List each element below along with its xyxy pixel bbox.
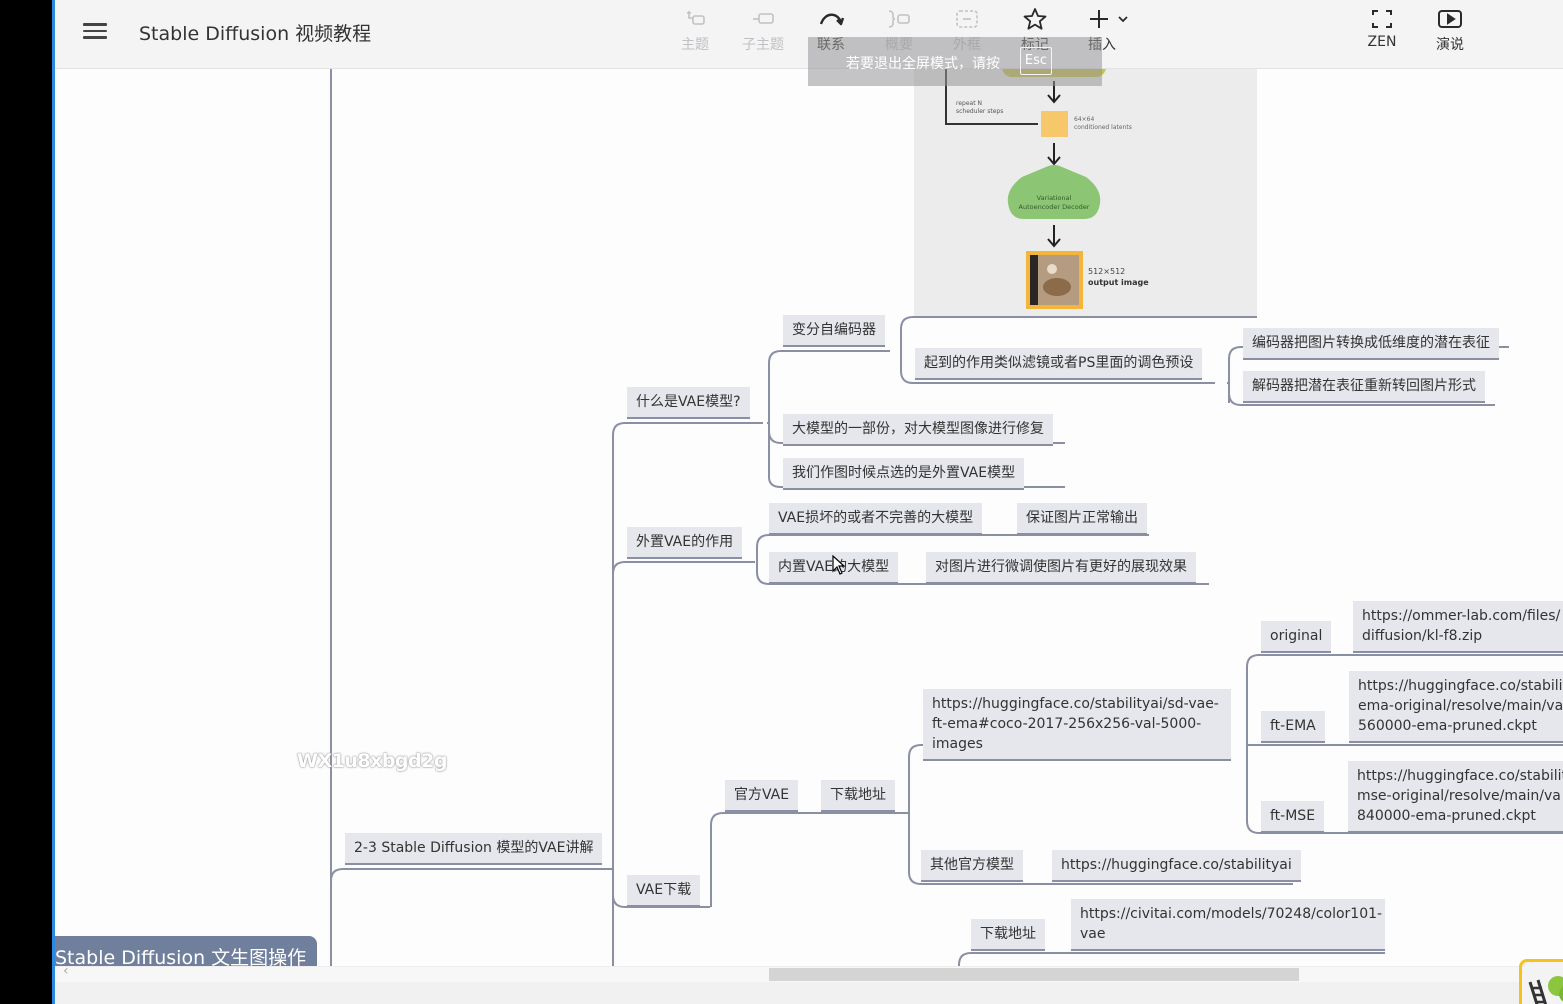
arrow-down-icon	[1047, 143, 1061, 166]
output-size-label: 512×512	[1088, 267, 1125, 276]
connector-root-to-section	[330, 868, 611, 882]
connector-ema-children	[1246, 654, 1563, 834]
relationship-curve-icon	[801, 6, 861, 32]
present-button[interactable]: 演说	[1420, 6, 1480, 54]
document-title: Stable Diffusion 视频教程	[139, 23, 372, 45]
node-other-official[interactable]: 其他官方模型	[921, 850, 1023, 882]
mindmap-app: Stable Diffusion 视频教程 主题 子主题 联系 概要 外框 标记…	[52, 0, 1563, 1004]
node-ft-ema[interactable]: ft-EMA	[1261, 711, 1325, 743]
topic-icon	[665, 6, 725, 32]
node-ensure-output[interactable]: 保证图片正常输出	[1017, 503, 1147, 535]
repeat-loop-line	[945, 69, 1038, 125]
node-section-vae[interactable]: 2-3 Stable Diffusion 模型的VAE讲解	[345, 833, 603, 865]
node-download-address[interactable]: 下载地址	[821, 780, 895, 812]
node-original[interactable]: original	[1261, 621, 1332, 653]
mouse-cursor-icon	[832, 555, 846, 575]
node-other-official-url[interactable]: https://huggingface.co/stabilityai	[1052, 850, 1301, 882]
embedded-diagram-image[interactable]: repeat N scheduler steps 64×64 condition…	[914, 69, 1257, 316]
repeat-label-line2: scheduler steps	[956, 108, 1003, 115]
connector-external-children	[756, 534, 1209, 585]
star-icon	[1005, 6, 1065, 32]
node-decoder-desc[interactable]: 解码器把潜在表征重新转回图片形式	[1243, 371, 1485, 403]
mindmap-connectors	[330, 69, 1563, 969]
topic-button[interactable]: 主题	[665, 6, 725, 54]
latents-square	[1041, 111, 1068, 137]
node-civitai-url[interactable]: https://civitai.com/models/70248/color10…	[1071, 899, 1385, 951]
node-we-choose-external[interactable]: 我们作图时候点选的是外置VAE模型	[783, 458, 1025, 490]
sd-pipeline-diagram: repeat N scheduler steps 64×64 condition…	[945, 69, 1149, 309]
connector-section-branches	[611, 422, 763, 969]
node-hf-ema-url[interactable]: https://huggingface.co/stabilityai/sd-va…	[923, 689, 1231, 761]
horizontal-scrollbar[interactable]: ‹	[55, 963, 1563, 983]
node-what-is-vae[interactable]: 什么是VAE模型?	[627, 387, 750, 419]
node-original-url[interactable]: https://ommer-lab.com/files/ diffusion/k…	[1353, 601, 1563, 653]
repeat-label-line1: repeat N	[956, 100, 982, 107]
node-fine-tune[interactable]: 对图片进行微调使图片有更好的展现效果	[926, 552, 1196, 584]
connector-download-children	[710, 812, 907, 907]
node-part-of-model[interactable]: 大模型的一部份，对大模型图像进行修复	[783, 414, 1053, 446]
connector-civitai	[958, 952, 1385, 969]
latents-label: conditioned latents	[1074, 124, 1132, 131]
vae-decoder-shape	[1007, 165, 1101, 219]
zen-button[interactable]: ZEN	[1352, 6, 1412, 50]
node-official-vae[interactable]: 官方VAE	[725, 780, 799, 812]
latents-size-label: 64×64	[1074, 116, 1094, 123]
plus-icon	[1090, 10, 1108, 28]
subtopic-button[interactable]: 子主题	[733, 6, 793, 54]
node-vae-download[interactable]: VAE下载	[627, 875, 701, 907]
hamburger-menu-icon[interactable]	[83, 20, 107, 42]
mindmap-canvas[interactable]: repeat N scheduler steps 64×64 condition…	[55, 69, 1563, 976]
bottom-status-bar	[55, 982, 1563, 1004]
node-external-vae-role[interactable]: 外置VAE的作用	[627, 527, 743, 559]
fullscreen-icon	[1352, 6, 1412, 32]
esc-key-badge: Esc	[1020, 47, 1052, 75]
connector-to-vae-download	[612, 894, 710, 908]
fullscreen-exit-hint: 若要退出全屏模式，请按 Esc	[808, 37, 1102, 86]
connector-whatis-part	[768, 430, 1065, 444]
scroll-left-arrow-icon[interactable]: ‹	[63, 963, 69, 979]
corner-avatar-thumbnail[interactable]	[1519, 959, 1563, 1004]
watermark-text: WX1u8xbgd2g	[297, 750, 447, 772]
node-broken-model[interactable]: VAE损坏的或者不完善的大模型	[769, 503, 983, 535]
summary-bracket-icon	[869, 6, 929, 32]
node-vae-effect[interactable]: 起到的作用类似滤镜或者PS里面的调色预设	[915, 348, 1203, 380]
decoder-label-line2: Autoencoder Decoder	[1019, 203, 1090, 211]
node-download-address-2[interactable]: 下载地址	[971, 919, 1045, 951]
chevron-down-icon	[1118, 16, 1128, 23]
connector-to-external-vae	[612, 561, 755, 575]
play-icon	[1420, 6, 1480, 32]
connector-whatis-children	[767, 350, 1065, 488]
scrollbar-thumb[interactable]	[769, 968, 1299, 981]
plant-ladder-icon	[1528, 976, 1563, 1004]
node-ft-mse[interactable]: ft-MSE	[1261, 801, 1325, 833]
node-encoder-desc[interactable]: 编码器把图片转换成低维度的潜在表征	[1243, 328, 1499, 360]
connector-encoder-children	[900, 316, 1257, 384]
output-image-label: output image	[1088, 278, 1149, 287]
arrow-down-icon	[1047, 225, 1061, 248]
connector-effect-children	[1227, 346, 1509, 406]
decoder-label-line1: Variational	[1037, 194, 1072, 202]
node-vae-encoder[interactable]: 变分自编码器	[783, 315, 885, 347]
boundary-icon	[937, 6, 997, 32]
node-ft-ema-url[interactable]: https://huggingface.co/stabilit ema-orig…	[1349, 671, 1563, 743]
subtopic-icon	[733, 6, 793, 32]
connector-download-addr	[907, 744, 1293, 885]
node-ft-mse-url[interactable]: https://huggingface.co/stabilit mse-orig…	[1348, 761, 1563, 833]
